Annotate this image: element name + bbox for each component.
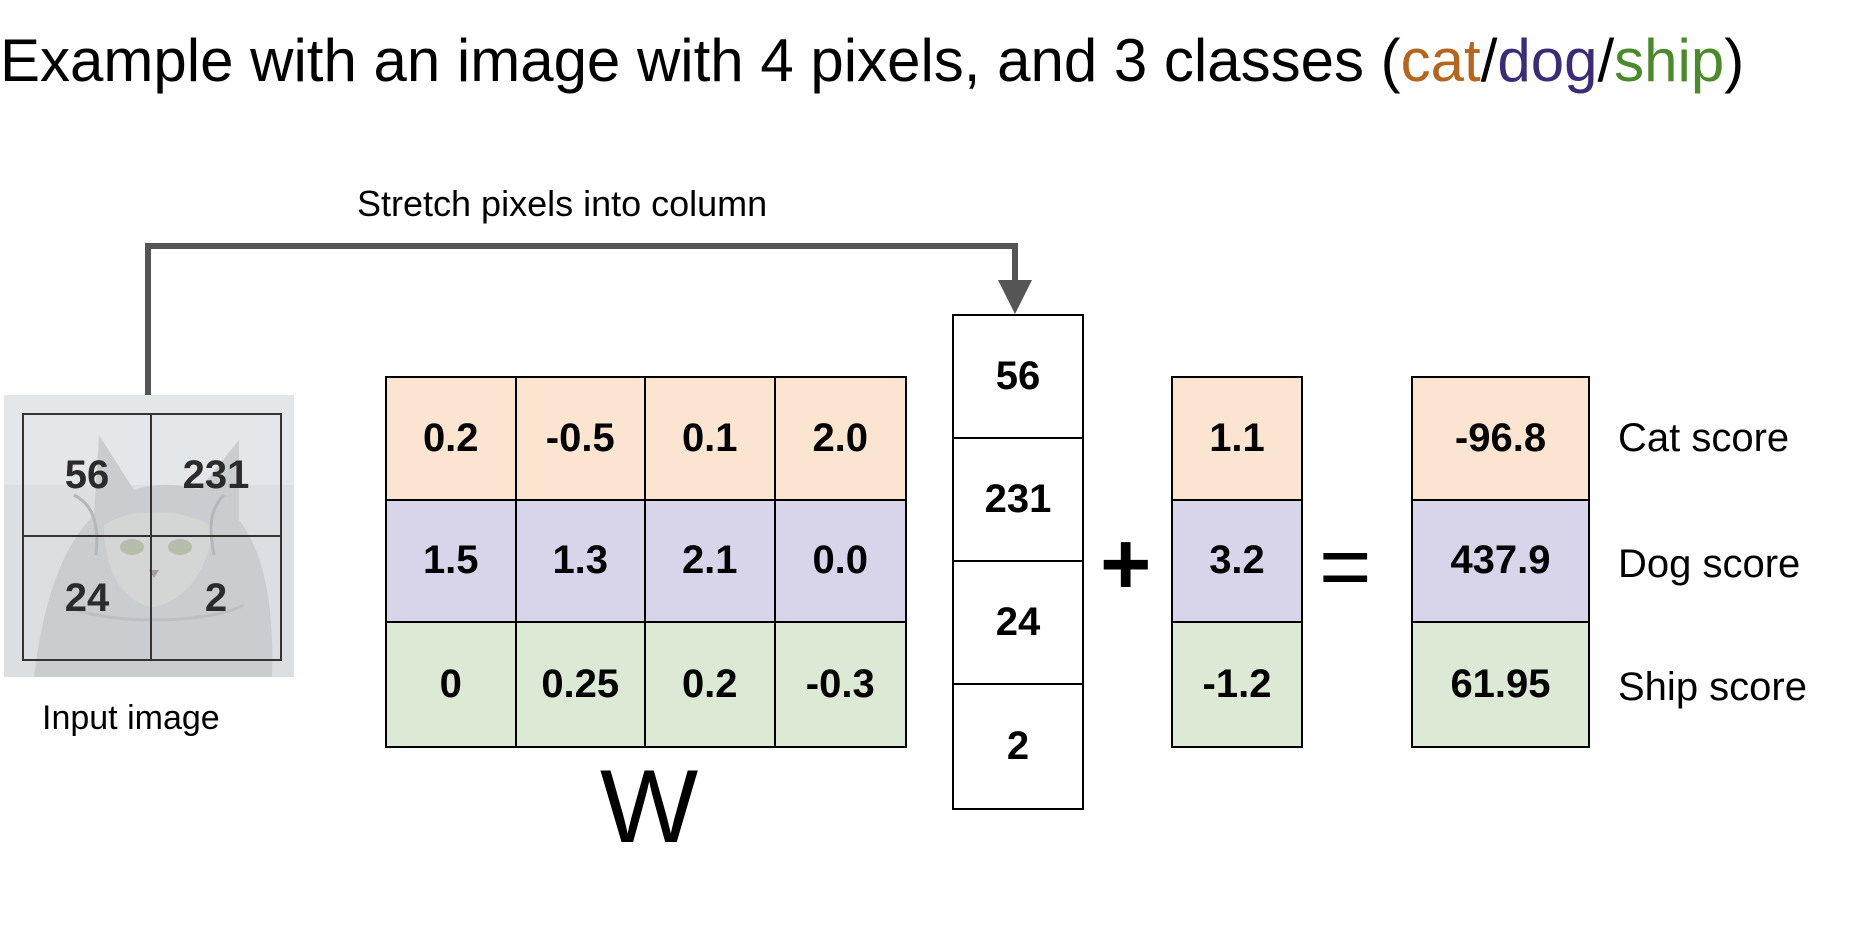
weight-cell: -0.5 — [516, 378, 646, 501]
title-prefix: Example with an image with 4 pixels, and… — [0, 27, 1401, 94]
pixel-value: 231 — [152, 415, 280, 537]
dog-score-label: Dog score — [1618, 542, 1801, 586]
arrow-head — [998, 280, 1032, 314]
weight-cell: 0.2 — [387, 378, 517, 501]
title-suffix: ) — [1724, 27, 1745, 94]
weight-cell: 0.2 — [646, 623, 776, 746]
pixel-column-cell: 2 — [1006, 724, 1030, 768]
pixel-value: 2 — [204, 575, 228, 620]
plus-sign: + — [1100, 514, 1152, 613]
pixel-column-cell: 24 — [954, 562, 1082, 685]
cat-score-label: Cat score — [1618, 416, 1790, 460]
arrow-line — [145, 243, 1018, 395]
weight-matrix-label: W — [600, 749, 699, 865]
pixel-column-vector: 56 231 24 2 — [952, 314, 1084, 810]
weight-cell: 0.1 — [646, 378, 776, 501]
page-title: Example with an image with 4 pixels, and… — [0, 26, 1744, 95]
equals-sign: = — [1319, 517, 1372, 617]
weight-matrix: 0.2 -0.5 0.1 2.0 1.5 1.3 2.1 0.0 0 0.25 … — [385, 376, 907, 748]
score-cell: 61.95 — [1413, 623, 1588, 746]
bias-cell: 1.1 — [1173, 378, 1301, 501]
weight-cell: 0.0 — [775, 500, 905, 624]
pixel-column-cell: 56 — [954, 316, 1082, 439]
weight-cell: 1.5 — [387, 500, 517, 624]
weight-cell: -0.3 — [775, 623, 905, 746]
weight-cell: 2.1 — [646, 500, 776, 624]
bias-cell: -1.2 — [1173, 623, 1301, 746]
score-vector: -96.8 437.9 61.95 — [1411, 376, 1590, 748]
score-cell: -96.8 — [1413, 378, 1588, 501]
weight-cell: 1.3 — [516, 500, 646, 624]
stretch-label: Stretch pixels into column — [357, 183, 768, 224]
bias-vector: 1.1 3.2 -1.2 — [1171, 376, 1303, 748]
weight-cell: 2.0 — [775, 378, 905, 501]
ship-score-label: Ship score — [1618, 665, 1807, 709]
weight-cell: 0.25 — [516, 623, 646, 746]
weight-cell: 0 — [387, 623, 517, 746]
input-image-label: Input image — [42, 699, 220, 737]
title-class-ship: ship — [1614, 27, 1725, 94]
bias-cell: 3.2 — [1173, 500, 1301, 624]
title-class-cat: cat — [1400, 27, 1481, 94]
score-cell: 437.9 — [1413, 500, 1588, 624]
input-image: 56 231 24 2 — [4, 395, 294, 677]
title-class-dog: dog — [1497, 27, 1598, 94]
pixel-value: 56 — [24, 415, 152, 537]
pixel-value: 24 — [24, 537, 152, 659]
pixel-column-cell: 231 — [954, 439, 1082, 562]
title-slash: / — [1597, 27, 1615, 94]
title-slash: / — [1480, 27, 1498, 94]
pixel-grid: 56 231 24 2 — [22, 413, 282, 661]
